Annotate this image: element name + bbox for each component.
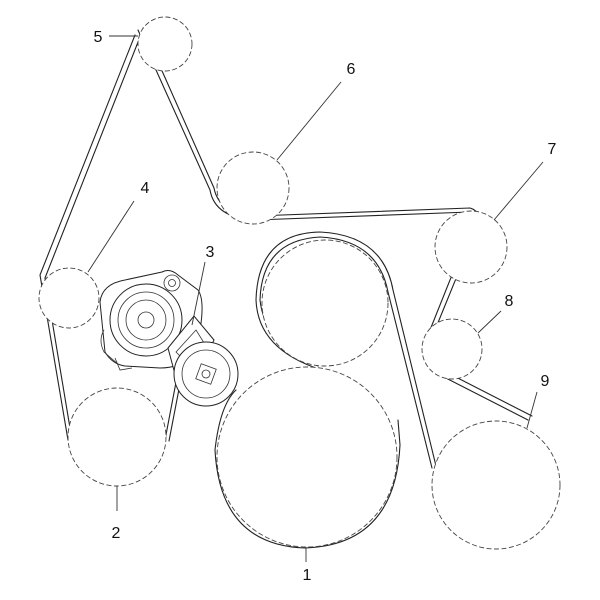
leader-4 bbox=[87, 200, 135, 273]
leader-lines bbox=[87, 35, 544, 562]
pulley-9 bbox=[431, 420, 561, 550]
pulley-idler-upper bbox=[261, 239, 389, 367]
leader-7 bbox=[493, 161, 544, 221]
pulley-5 bbox=[137, 16, 193, 72]
label-8: 8 bbox=[505, 293, 514, 310]
belt-tensioner bbox=[99, 270, 239, 407]
pulley-7 bbox=[434, 210, 508, 284]
leader-9 bbox=[526, 391, 538, 429]
pulley-2 bbox=[67, 387, 167, 487]
leader-6 bbox=[276, 81, 342, 161]
pulley-4 bbox=[38, 267, 100, 329]
label-7: 7 bbox=[548, 141, 557, 158]
pulley-labels: 1 2 3 4 5 6 7 8 9 bbox=[94, 29, 557, 584]
pulley-1 bbox=[216, 366, 398, 548]
label-1: 1 bbox=[303, 567, 312, 584]
label-5: 5 bbox=[94, 29, 103, 46]
label-2: 2 bbox=[112, 525, 121, 542]
leader-3 bbox=[191, 261, 206, 326]
label-3: 3 bbox=[206, 244, 215, 261]
pulley-8 bbox=[421, 318, 483, 380]
label-4: 4 bbox=[141, 180, 150, 197]
label-6: 6 bbox=[347, 61, 356, 78]
leader-8 bbox=[477, 310, 502, 334]
label-9: 9 bbox=[541, 373, 550, 390]
pulley-6 bbox=[216, 151, 290, 225]
